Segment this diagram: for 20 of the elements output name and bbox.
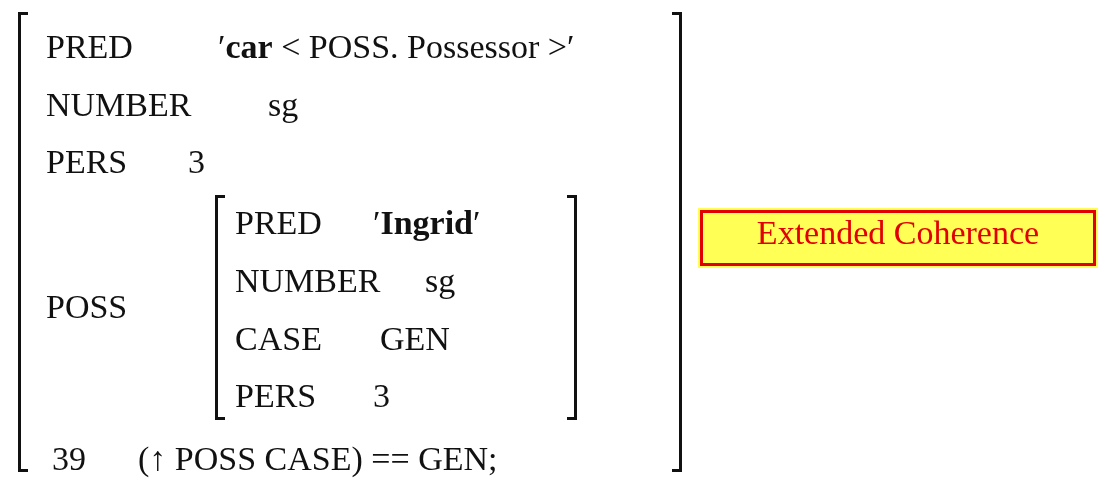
- attribute-value: GEN: [380, 319, 450, 359]
- attribute-value: 3: [188, 142, 205, 182]
- attribute-value: sg: [268, 85, 299, 125]
- attribute-name: NUMBER: [235, 261, 381, 301]
- attribute-value: ′car < POSS. Possessor >′: [218, 27, 575, 67]
- attribute-value: 3: [373, 376, 390, 416]
- attribute-value: ′Ingrid′: [373, 203, 481, 243]
- attribute-name: CASE: [235, 319, 322, 359]
- attribute-name: NUMBER: [46, 85, 192, 125]
- constraint-equation: (↑ POSS CASE) == GEN;: [138, 439, 498, 479]
- attribute-name: PERS: [235, 376, 317, 416]
- nested-attribute-value-matrix: [215, 195, 577, 420]
- attribute-name: PRED: [235, 203, 322, 243]
- highlighted-label: [700, 210, 1096, 266]
- attribute-name: PERS: [46, 142, 128, 182]
- attribute-name: PRED: [46, 27, 133, 67]
- label-text: Extended Coherence: [755, 213, 1041, 253]
- attribute-value: sg: [425, 261, 456, 301]
- line-number: 39: [52, 439, 86, 479]
- attribute-name: POSS: [46, 287, 128, 327]
